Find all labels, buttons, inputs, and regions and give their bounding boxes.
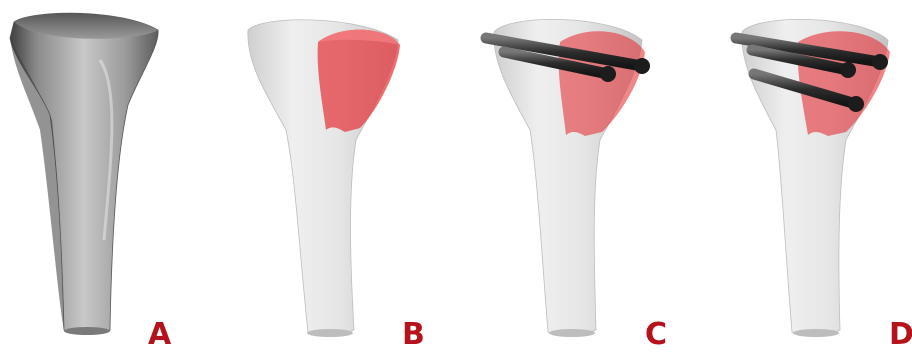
panel-label-b: B: [402, 320, 425, 350]
panel-c-highlight: [559, 31, 645, 136]
panel-a-bone: [10, 13, 158, 335]
panel-label-a: A: [148, 320, 171, 350]
panel-b-highlight: [318, 30, 400, 132]
panel-label-d: D: [889, 320, 912, 350]
panel-label-c: C: [645, 320, 667, 350]
